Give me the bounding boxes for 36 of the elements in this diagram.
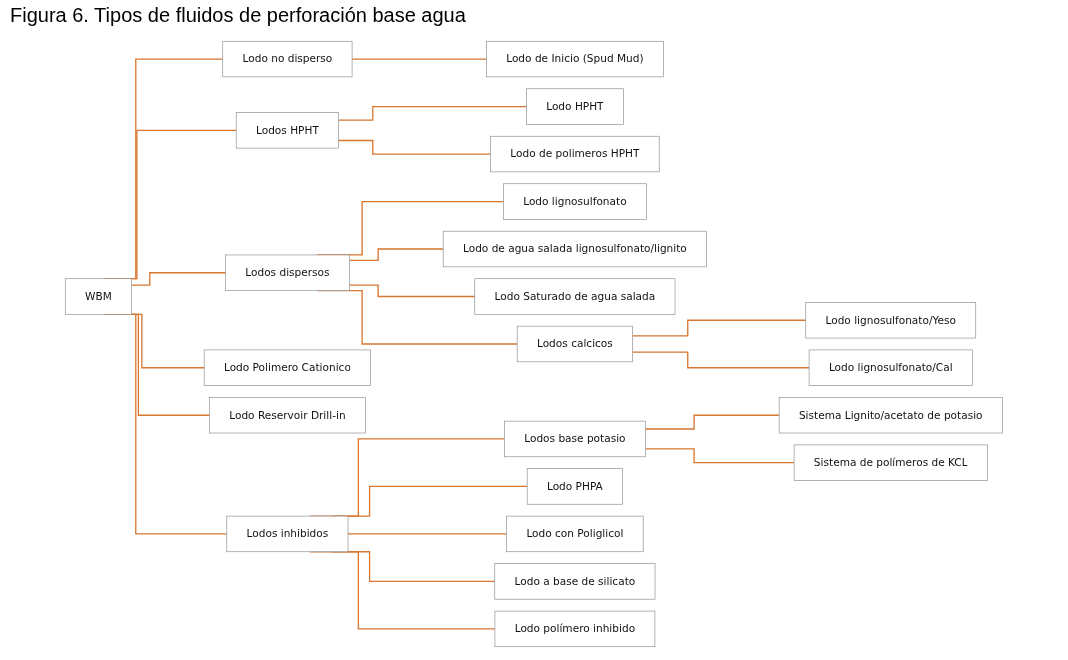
node-box — [527, 468, 624, 505]
node-box — [486, 40, 664, 78]
node-box — [474, 278, 676, 315]
node-box — [490, 135, 660, 173]
connector — [131, 272, 227, 286]
connector — [632, 319, 807, 337]
node-box — [506, 515, 644, 553]
connector — [351, 58, 488, 60]
node-box — [494, 610, 656, 648]
node-box — [503, 183, 647, 220]
connector — [644, 414, 780, 430]
node-box — [808, 349, 973, 386]
node-box — [504, 420, 646, 458]
connector — [347, 533, 508, 535]
figure-title: Figura 6. Tipos de fluidos de perforación base agua — [9, 3, 467, 28]
node-box — [222, 40, 353, 78]
node-box — [779, 397, 1003, 434]
diagram: WBM Lodo no disperso Lodo de Inicio (Spud Mud) Lodos HPHT Lodo HPHT Lodo de polimeros HPHT Lodos dispersos Lodo lignosulfonato Lodo de agua salada lignosulfonato/lignito Lodo Saturado de agua salada Lodos calcicos Lodo lignosulfonato/Yeso Lodo lignosulfonato/Cal Lodos base potasio Sistema Lignito/acetato de potasio Sistema de polímeros de KCL Lodo PHPA Lodo con Poliglicol Lodo a base de silicato Lodo polímero inhibido Lodo Polimero Cationico Lodo Reservoir Drill-in Lodos inhibidos — [60, 36, 1008, 652]
node-box — [793, 444, 988, 481]
node-box — [526, 88, 624, 125]
node-box — [226, 515, 349, 553]
node-box — [517, 325, 634, 363]
connector — [348, 248, 445, 262]
node-box — [805, 302, 977, 339]
node-box — [209, 397, 366, 434]
connector — [644, 448, 795, 464]
node-box — [65, 278, 133, 315]
node-box — [443, 230, 708, 268]
connector — [348, 284, 476, 298]
node-box — [225, 254, 350, 291]
connector — [338, 105, 528, 121]
connector — [338, 139, 492, 155]
node-box — [204, 349, 372, 386]
connector — [632, 351, 810, 369]
node-box — [236, 112, 340, 149]
node-box — [494, 563, 656, 600]
